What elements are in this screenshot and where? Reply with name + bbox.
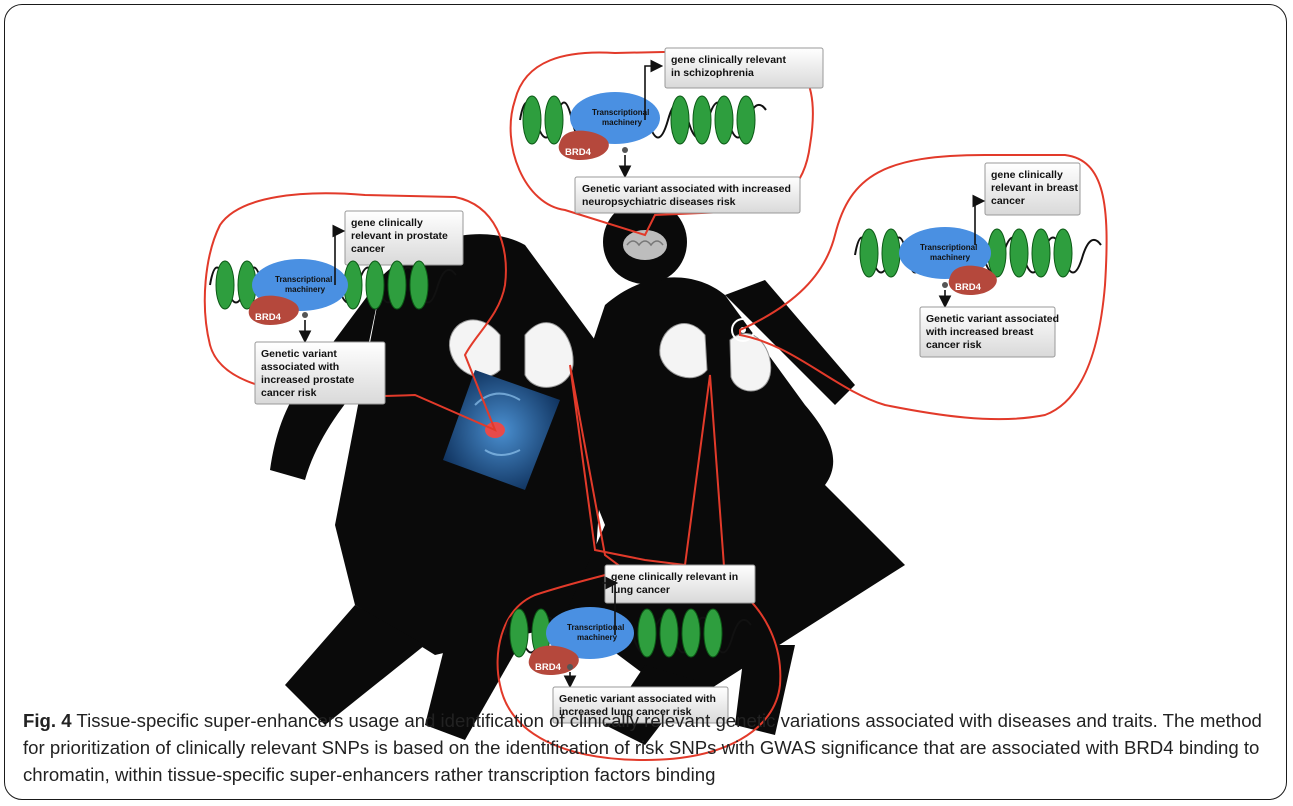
callout-prostate bbox=[203, 192, 507, 432]
svg-text:associated with: associated with bbox=[261, 361, 339, 373]
brain-icon bbox=[623, 230, 667, 260]
svg-text:relevant in prostate: relevant in prostate bbox=[351, 230, 448, 242]
svg-text:machinery: machinery bbox=[285, 285, 326, 294]
panel-prostate: gene clinically relevant in prostate can… bbox=[209, 210, 464, 405]
svg-text:cancer: cancer bbox=[991, 195, 1025, 207]
callout-lung bbox=[496, 364, 782, 762]
gene-label-breast: gene clinically bbox=[991, 169, 1063, 181]
variant-label-prostate: Genetic variant bbox=[261, 348, 337, 360]
figure-frame: gene clinically relevant in schizophreni… bbox=[4, 4, 1287, 800]
breast-marker-icon bbox=[731, 318, 755, 342]
lungs-male-icon bbox=[448, 319, 574, 388]
variant-label-brain: Genetic variant associated with increase… bbox=[582, 183, 791, 195]
svg-text:lung cancer: lung cancer bbox=[611, 584, 670, 596]
svg-text:machinery: machinery bbox=[930, 253, 971, 262]
panel-brain: gene clinically relevant in schizophreni… bbox=[519, 47, 824, 214]
gene-label-lung: gene clinically relevant in bbox=[611, 571, 738, 583]
svg-text:increased lung cancer risk: increased lung cancer risk bbox=[559, 706, 692, 718]
svg-text:BRD4: BRD4 bbox=[565, 147, 592, 158]
svg-text:Transcriptional: Transcriptional bbox=[275, 275, 332, 284]
gene-label-prostate: gene clinically bbox=[351, 217, 423, 229]
svg-text:in schizophrenia: in schizophrenia bbox=[671, 67, 754, 79]
figure-illustration: gene clinically relevant in schizophreni… bbox=[203, 47, 1108, 762]
svg-text:machinery: machinery bbox=[602, 118, 643, 127]
gene-label-brain: gene clinically relevant bbox=[671, 54, 786, 66]
svg-text:BRD4: BRD4 bbox=[955, 282, 982, 293]
lungs-female-icon bbox=[659, 323, 772, 392]
caption-text: Tissue-specific super-enhancers usage an… bbox=[23, 710, 1262, 785]
svg-text:cancer: cancer bbox=[351, 243, 385, 255]
panel-breast: gene clinically relevant in breast cance… bbox=[854, 162, 1102, 358]
svg-text:BRD4: BRD4 bbox=[535, 662, 562, 673]
figure-label: Fig. 4 bbox=[23, 710, 72, 731]
panel-lung: gene clinically relevant in lung cancer … bbox=[504, 564, 756, 724]
svg-text:cancer risk: cancer risk bbox=[261, 387, 317, 399]
svg-text:neuropsychiatric diseases risk: neuropsychiatric diseases risk bbox=[582, 196, 736, 208]
svg-text:Transcriptional: Transcriptional bbox=[592, 108, 649, 117]
callout-breast bbox=[739, 154, 1108, 421]
svg-text:Transcriptional: Transcriptional bbox=[920, 243, 977, 252]
svg-text:cancer risk: cancer risk bbox=[926, 339, 982, 351]
svg-text:Transcriptional: Transcriptional bbox=[567, 623, 624, 632]
variant-label-lung: Genetic variant associated with bbox=[559, 693, 716, 705]
svg-text:BRD4: BRD4 bbox=[255, 312, 282, 323]
variant-label-breast: Genetic variant associated bbox=[926, 313, 1059, 325]
figure-caption: Fig. 4 Tissue-specific super-enhancers u… bbox=[23, 707, 1278, 788]
svg-text:increased prostate: increased prostate bbox=[261, 374, 355, 386]
svg-text:machinery: machinery bbox=[577, 633, 618, 642]
svg-text:relevant in breast: relevant in breast bbox=[991, 182, 1078, 194]
svg-text:with increased breast: with increased breast bbox=[925, 326, 1034, 338]
